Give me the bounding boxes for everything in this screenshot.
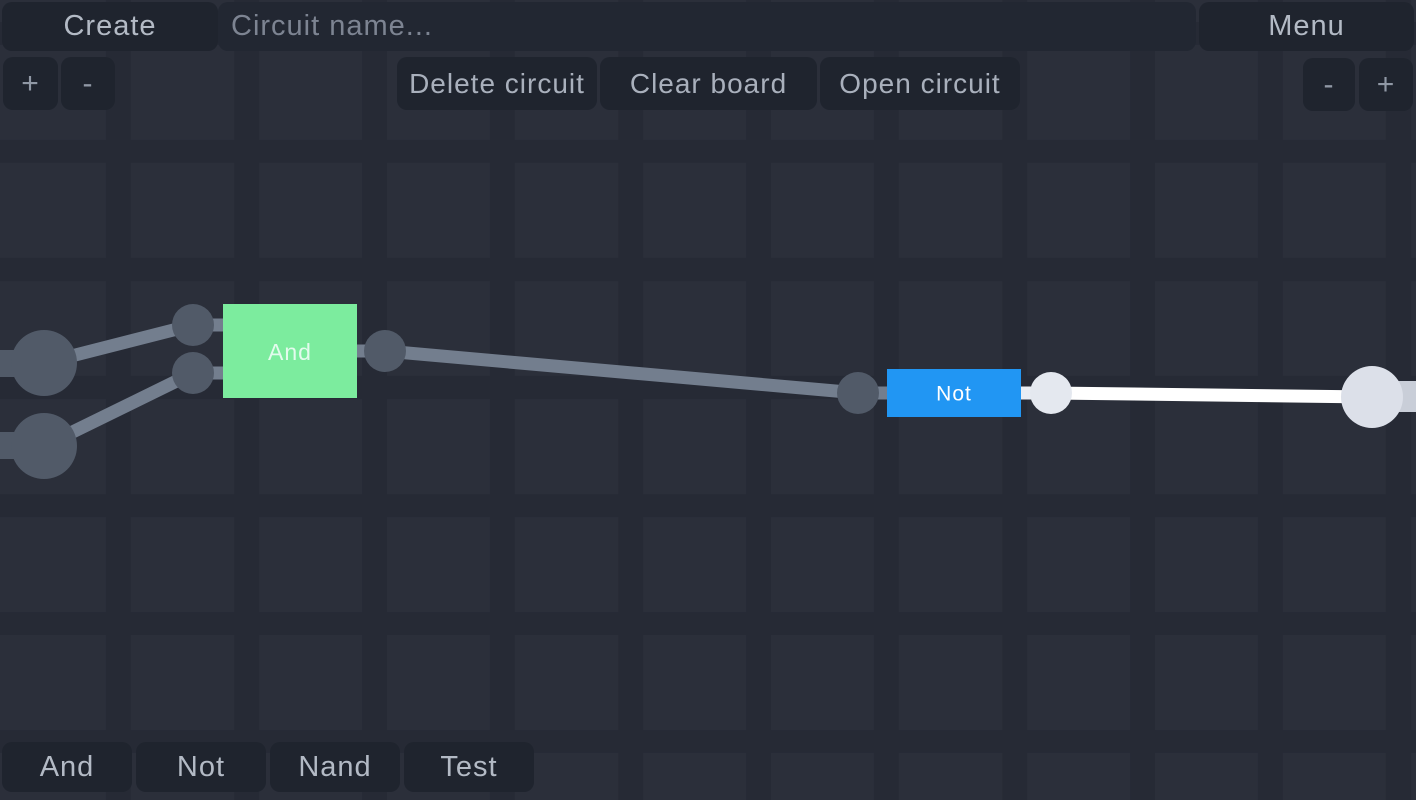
wire-not-to-output[interactable] (1050, 386, 1373, 404)
gate-not-label: Not (936, 383, 972, 406)
zoom-out-right-button[interactable]: - (1303, 58, 1355, 111)
create-button[interactable]: Create (2, 2, 218, 51)
gate-and-label: And (268, 339, 312, 365)
zoom-out-left-button[interactable]: - (61, 57, 115, 110)
palette-item-not[interactable]: Not (136, 742, 266, 792)
clear-board-button[interactable]: Clear board (600, 57, 817, 110)
palette-item-and[interactable]: And (2, 742, 132, 792)
not-input-pin[interactable] (837, 372, 879, 414)
input-node-1[interactable] (11, 330, 77, 396)
delete-circuit-button[interactable]: Delete circuit (397, 57, 597, 110)
gate-not[interactable] (887, 369, 1021, 417)
zoom-in-left-button[interactable]: + (3, 57, 58, 110)
zoom-in-right-button[interactable]: + (1359, 58, 1413, 111)
not-output-pin[interactable] (1030, 372, 1072, 414)
circuit-name-input[interactable] (218, 2, 1196, 51)
palette-item-nand[interactable]: Nand (270, 742, 400, 792)
and-input-pin-1[interactable] (172, 304, 214, 346)
and-input-pin-2[interactable] (172, 352, 214, 394)
palette-item-test[interactable]: Test (404, 742, 534, 792)
input-node-2[interactable] (11, 413, 77, 479)
wire-and-to-not[interactable] (384, 344, 859, 400)
gate-and[interactable] (223, 304, 357, 398)
output-node[interactable] (1341, 366, 1403, 428)
and-output-pin[interactable] (364, 330, 406, 372)
open-circuit-button[interactable]: Open circuit (820, 57, 1020, 110)
menu-button[interactable]: Menu (1199, 2, 1414, 51)
